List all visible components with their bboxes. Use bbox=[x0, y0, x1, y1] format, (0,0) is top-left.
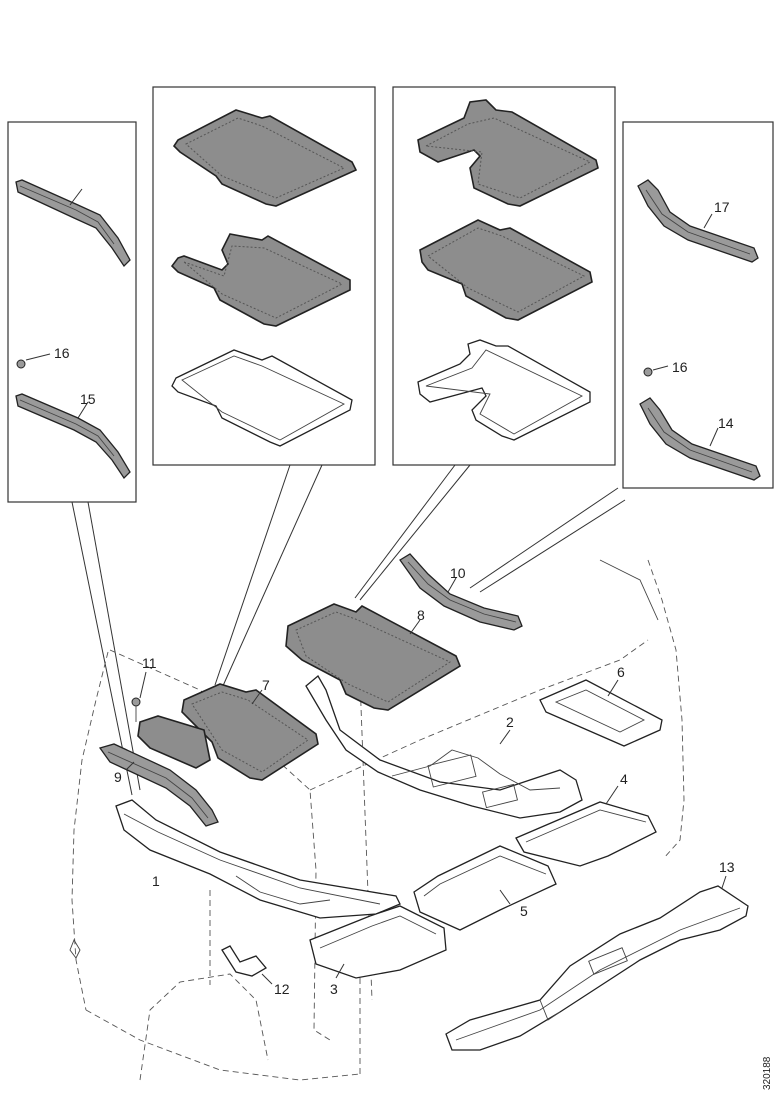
callout-12: 12 bbox=[274, 981, 290, 997]
floor-panel-3 bbox=[309, 905, 447, 979]
hatch-cover-6 bbox=[539, 679, 663, 747]
floor-plate-2 bbox=[305, 675, 583, 819]
screw-icon bbox=[643, 365, 669, 377]
panel-left-strips: 16 15 bbox=[7, 121, 137, 503]
floor-panel-1 bbox=[115, 799, 401, 919]
panel-left-mats bbox=[152, 86, 376, 466]
callout-11: 11 bbox=[142, 655, 157, 671]
floor-panel-13 bbox=[445, 875, 749, 1051]
panel-right-strips: 17 16 14 bbox=[622, 121, 774, 489]
floor-mat-8 bbox=[285, 603, 461, 711]
callout-4: 4 bbox=[620, 771, 628, 787]
callout-1: 1 bbox=[152, 873, 160, 889]
cab-body-outline bbox=[69, 559, 685, 1081]
floor-mat-outline-left bbox=[171, 349, 353, 447]
callout-labels: 1 2 3 4 5 6 7 8 9 10 11 12 13 bbox=[114, 565, 735, 997]
floor-panel-4 bbox=[515, 785, 657, 867]
floor-mat-7 bbox=[137, 683, 319, 781]
screw-icon bbox=[16, 353, 51, 369]
callout-15: 15 bbox=[80, 391, 96, 407]
callout-16a: 16 bbox=[54, 345, 70, 361]
callout-10: 10 bbox=[450, 565, 466, 581]
callout-6: 6 bbox=[617, 664, 625, 680]
floor-mat-top-right bbox=[417, 99, 599, 207]
panel-leader-lines bbox=[71, 464, 626, 796]
sill-strip-18 bbox=[15, 179, 131, 268]
callout-5: 5 bbox=[520, 903, 528, 919]
screw-icon bbox=[131, 671, 147, 722]
panel-left-frame bbox=[7, 121, 137, 503]
callout-2: 2 bbox=[506, 714, 514, 730]
floor-mat-mid-left bbox=[170, 233, 351, 327]
sill-strip-10 bbox=[399, 553, 523, 631]
callout-9: 9 bbox=[114, 769, 122, 785]
floor-panel-5 bbox=[413, 845, 557, 931]
callout-16c: 16 bbox=[672, 359, 688, 375]
floor-mat-top-left bbox=[172, 109, 358, 207]
callout-8: 8 bbox=[417, 607, 425, 623]
callout-3: 3 bbox=[330, 981, 338, 997]
callout-14: 14 bbox=[718, 415, 734, 431]
floor-assembly bbox=[98, 553, 749, 1051]
callout-17: 17 bbox=[714, 199, 730, 215]
sill-strip-15 bbox=[15, 393, 131, 480]
callout-7: 7 bbox=[262, 677, 270, 693]
panel-right-frame bbox=[622, 121, 774, 489]
callout-13: 13 bbox=[719, 859, 735, 875]
sill-strip-9 bbox=[98, 743, 219, 827]
document-id: 320188 bbox=[762, 1056, 773, 1090]
panel-right-mats bbox=[392, 86, 616, 466]
sill-strip-14 bbox=[639, 397, 761, 481]
sill-strip-17 bbox=[637, 179, 759, 263]
floor-mat-outline-right bbox=[417, 339, 591, 441]
floor-mat-mid-right bbox=[419, 219, 593, 321]
bracket-12 bbox=[221, 945, 273, 985]
